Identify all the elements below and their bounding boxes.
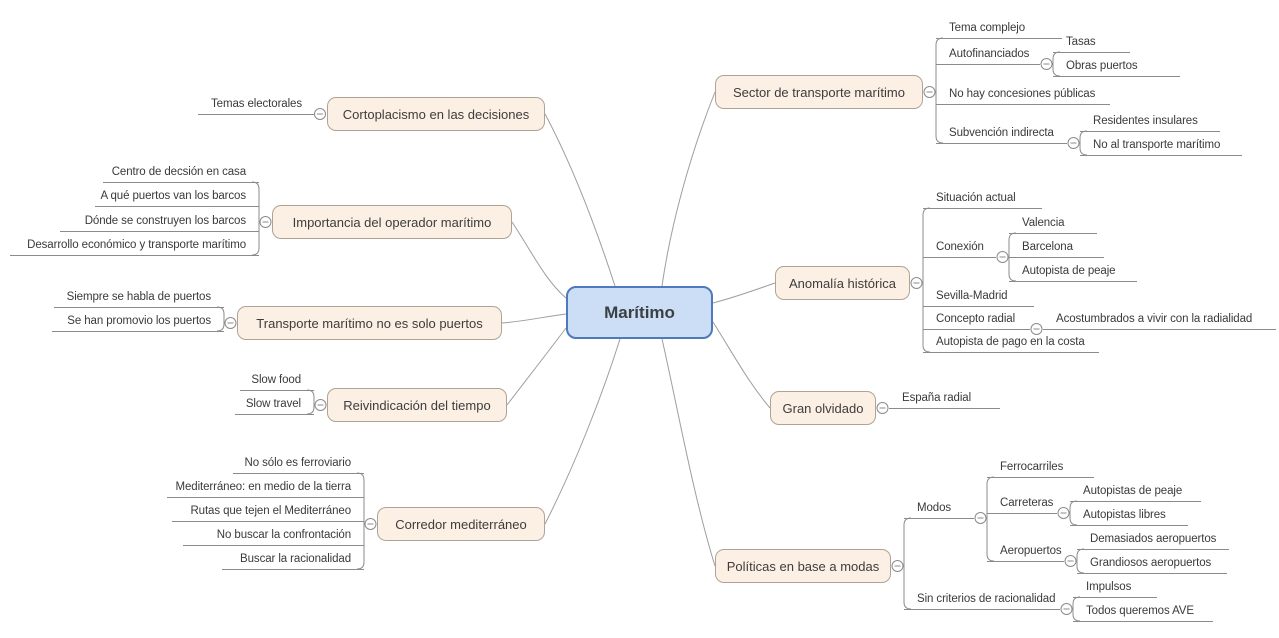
topic-mediterraneo-medio-tierra[interactable]: Mediterráneo: en medio de la tierra [167, 474, 364, 498]
collapse-icon-importancia[interactable] [259, 216, 272, 228]
node-corredor-mediterraneo[interactable]: Corredor mediterráneo [377, 507, 545, 541]
topic-siempre-se-habla[interactable]: Siempre se habla de puertos [54, 284, 224, 308]
topic-autopista-de-peaje[interactable]: Autopista de peaje [1009, 258, 1137, 282]
topic-no-al-transporte-maritimo[interactable]: No al transporte marítimo [1080, 132, 1242, 156]
topic-valencia[interactable]: Valencia [1009, 210, 1097, 234]
branch-curve [712, 321, 771, 409]
topic-espana-radial[interactable]: España radial [889, 385, 1000, 409]
topic-sevilla-madrid[interactable]: Sevilla-Madrid [923, 283, 1034, 307]
topic-situacion-actual[interactable]: Situación actual [923, 185, 1042, 209]
collapse-icon-sin-criterios[interactable] [1060, 603, 1073, 615]
topic-autopistas-libres[interactable]: Autopistas libres [1070, 502, 1188, 526]
branch-curve [501, 313, 567, 324]
topic-temas-electorales[interactable]: Temas electorales [198, 91, 315, 115]
collapse-icon-subvencion[interactable] [1067, 137, 1080, 149]
topic-tema-complejo[interactable]: Tema complejo [936, 15, 1062, 39]
topic-concepto-radial[interactable]: Concepto radial [923, 306, 1030, 330]
node-sector-transporte-maritimo[interactable]: Sector de transporte marítimo [715, 75, 923, 109]
topic-grandiosos-aeropuertos[interactable]: Grandiosos aeropuertos [1077, 550, 1227, 574]
node-reivindicacion-tiempo[interactable]: Reivindicación del tiempo [327, 388, 507, 422]
node-cortoplacismo[interactable]: Cortoplacismo en las decisiones [327, 97, 545, 131]
topic-autofinanciados[interactable]: Autofinanciados [936, 41, 1040, 65]
collapse-icon-anomalia[interactable] [910, 277, 923, 289]
collapse-icon-sector[interactable] [923, 86, 936, 98]
collapse-icon-reivindicacion[interactable] [314, 399, 327, 411]
topic-no-buscar-confrontacion[interactable]: No buscar la confrontación [183, 522, 364, 546]
topic-centro-de-decision[interactable]: Centro de decsión en casa [103, 159, 259, 183]
topic-ferrocarriles[interactable]: Ferrocarriles [987, 454, 1094, 478]
topic-modos[interactable]: Modos [904, 495, 974, 519]
collapse-icon-aeropuertos[interactable] [1064, 555, 1077, 567]
topic-desarrollo-economico[interactable]: Desarrollo económico y transporte maríti… [10, 232, 259, 256]
collapse-icon-carreteras[interactable] [1057, 507, 1070, 519]
topic-obras-puertos[interactable]: Obras puertos [1053, 53, 1180, 77]
topic-slow-travel[interactable]: Slow travel [235, 391, 314, 415]
topic-todos-queremos-ave[interactable]: Todos queremos AVE [1073, 598, 1213, 622]
branch-curve [661, 91, 716, 287]
node-gran-olvidado[interactable]: Gran olvidado [770, 391, 876, 425]
branch-curve [544, 113, 616, 287]
topic-residentes-insulares[interactable]: Residentes insulares [1080, 108, 1220, 132]
topic-conexion[interactable]: Conexión [923, 234, 996, 258]
topic-tasas[interactable]: Tasas [1053, 29, 1130, 53]
topic-rutas-que-tejen[interactable]: Rutas que tejen el Mediterráneo [172, 498, 364, 522]
node-anomalia-historica[interactable]: Anomalía histórica [775, 266, 910, 300]
collapse-icon-autofinanciados[interactable] [1040, 58, 1053, 70]
collapse-icon-transporte[interactable] [224, 317, 237, 329]
topic-demasiados-aeropuertos[interactable]: Demasiados aeropuertos [1077, 526, 1229, 550]
topic-autopistas-de-peaje[interactable]: Autopistas de peaje [1070, 478, 1201, 502]
collapse-icon-corredor[interactable] [364, 518, 377, 530]
topic-donde-se-construyen[interactable]: Dónde se construyen los barcos [60, 208, 259, 232]
topic-carreteras[interactable]: Carreteras [987, 490, 1057, 514]
branch-curve [661, 338, 716, 567]
topic-sin-criterios-racionalidad[interactable]: Sin criterios de racionalidad [904, 586, 1060, 610]
branch-curve [506, 327, 567, 406]
node-importancia-operador[interactable]: Importancia del operador marítimo [272, 205, 512, 239]
topic-acostumbrados-radialidad[interactable]: Acostumbrados a vivir con la radialidad [1043, 306, 1276, 330]
topic-se-han-promovio[interactable]: Se han promovio los puertos [52, 308, 224, 332]
collapse-icon-concepto-radial[interactable] [1030, 323, 1043, 335]
topic-autopista-pago-costa[interactable]: Autopista de pago en la costa [923, 329, 1099, 353]
branch-curve [712, 282, 776, 304]
node-politicas-modas[interactable]: Políticas en base a modas [715, 549, 891, 583]
topic-no-solo-ferroviario[interactable]: No sólo es ferroviario [233, 450, 364, 474]
topic-a-que-puertos[interactable]: A qué puertos van los barcos [95, 183, 259, 207]
collapse-icon-gran-olvidado[interactable] [876, 402, 889, 414]
collapse-icon-politicas[interactable] [891, 560, 904, 572]
topic-buscar-racionalidad[interactable]: Buscar la racionalidad [222, 546, 364, 570]
topic-slow-food[interactable]: Slow food [240, 367, 314, 391]
topic-aeropuertos[interactable]: Aeropuertos [987, 538, 1064, 562]
node-transporte-no-solo-puertos[interactable]: Transporte marítimo no es solo puertos [237, 306, 502, 340]
topic-no-hay-concesiones[interactable]: No hay concesiones públicas [936, 81, 1110, 105]
collapse-icon-cortoplacismo[interactable] [314, 108, 326, 120]
collapse-icon-conexion[interactable] [996, 251, 1009, 263]
topic-barcelona[interactable]: Barcelona [1009, 234, 1104, 258]
central-topic-maritimo[interactable]: Marítimo [566, 286, 713, 339]
branch-curve [511, 221, 567, 299]
collapse-icon-modos[interactable] [974, 512, 987, 524]
branch-curve [544, 338, 621, 525]
topic-impulsos[interactable]: Impulsos [1073, 574, 1157, 598]
topic-subvencion-indirecta[interactable]: Subvención indirecta [936, 120, 1067, 144]
